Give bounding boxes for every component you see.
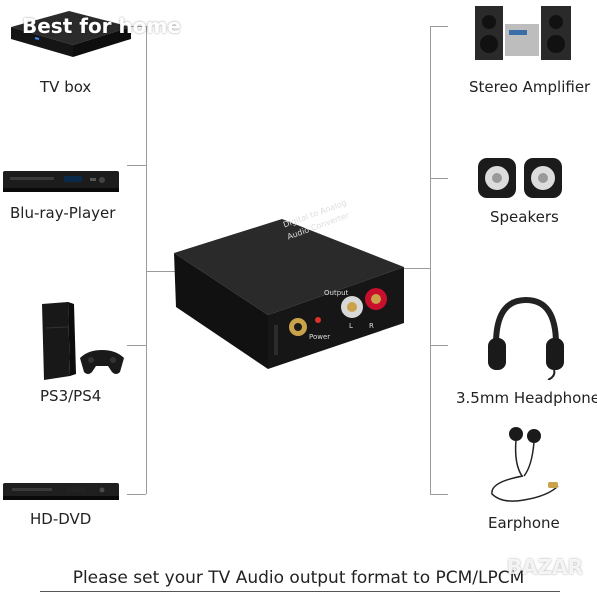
left-to-device-line — [146, 271, 180, 272]
converter-left-channel: L — [349, 322, 353, 330]
stereo-amplifier-icon — [475, 6, 571, 60]
hd-dvd-player-icon — [3, 483, 119, 500]
left-tick-1 — [127, 26, 146, 27]
converter-device — [174, 219, 404, 369]
right-tick-3 — [430, 345, 448, 346]
left-bus-line — [146, 26, 147, 494]
right-device-label-headphone: 3.5mm Headphone — [456, 389, 597, 407]
footer-instruction: Please set your TV Audio output format t… — [72, 568, 525, 588]
right-tick-2 — [430, 178, 448, 179]
left-device-label-bluray: Blu-ray-Player — [10, 204, 116, 222]
right-device-label-speakers: Speakers — [490, 208, 559, 226]
bluray-player-icon — [3, 171, 119, 192]
footer-underline — [40, 591, 560, 592]
converter-power-label: Power — [309, 333, 331, 341]
right-bus-line — [430, 26, 431, 494]
ps4-console-icon — [42, 302, 124, 380]
right-device-label-earphone: Earphone — [488, 514, 560, 532]
left-device-label-hd-dvd: HD-DVD — [30, 510, 92, 528]
corner-watermark: BAZAR — [506, 555, 583, 579]
left-tick-4 — [127, 494, 146, 495]
left-tick-2 — [127, 165, 146, 166]
watermark-text: Best for home — [22, 14, 181, 38]
left-device-label-ps: PS3/PS4 — [40, 387, 102, 405]
tv-box-icon — [11, 11, 131, 57]
converter-output-label: Output — [324, 289, 349, 297]
left-device-label-tv-box: TV box — [40, 78, 92, 96]
left-tick-3 — [127, 345, 146, 346]
headphone-icon — [488, 296, 564, 380]
right-tick-4 — [430, 494, 448, 495]
converter-right-channel: R — [369, 322, 374, 330]
right-tick-1 — [430, 26, 448, 27]
speakers-icon — [478, 158, 562, 198]
right-device-label-amplifier: Stereo Amplifier — [469, 78, 591, 96]
right-from-device-line — [403, 268, 430, 269]
earphone-icon — [491, 427, 559, 502]
